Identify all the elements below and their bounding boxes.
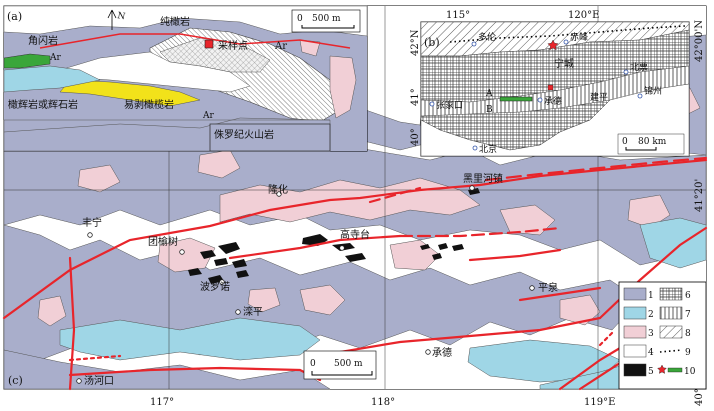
legend-swatch-10 (667, 367, 683, 373)
unit5-ultramafic-bodies (188, 188, 480, 284)
label-ar-c: Ar (202, 111, 214, 121)
place-gaositai: 高寺台 (340, 228, 370, 241)
place-boluonuo: 波罗诺 (200, 280, 230, 293)
place-longhua: 隆化 (268, 183, 288, 196)
label-friable-dunite: 易剥橄榄岩 (124, 98, 174, 111)
legend-item-4: 4 (623, 344, 654, 358)
b-place-jinzhou: 锦州 (644, 85, 662, 97)
inset-a-cross-section: N (a) 角闪岩 Ar 纯橄岩 采样点 Ar 橄辉岩或辉石岩 易剥橄榄岩 Ar… (3, 5, 368, 152)
legend-item-3: 3 (623, 325, 654, 339)
b-lat-42n: 42°N (410, 29, 421, 56)
inset-b-scale-distance: 80 km (638, 137, 667, 147)
place-luanping: 滦平 (243, 305, 263, 318)
legend-number-2: 2 (648, 310, 654, 320)
legend-number-6: 6 (685, 291, 691, 301)
place-tanghekou: 汤河口 (84, 374, 114, 387)
lat-41-20: 41°20' (694, 179, 705, 212)
section-label-a: A (485, 89, 493, 99)
legend-star-icon (657, 364, 667, 374)
place-tuanyushu: 团榆树 (148, 235, 178, 248)
section-label-b: B (486, 105, 493, 115)
north-label: N (116, 11, 126, 22)
legend-number-7: 7 (685, 310, 691, 320)
place-pingquan: 平泉 (538, 281, 558, 294)
main-scale-bar: 0 500 m (303, 350, 377, 380)
inset-b-regional-map: (b) 多伦 赤峰 宁城 北票 锦州 建平 承德 张家口 北京 A B 115°… (410, 10, 705, 157)
legend-swatch-5 (623, 363, 647, 377)
inset-b-scale-bar: 0 80 km (617, 133, 685, 155)
b-place-zhangjiakou: 张家口 (436, 99, 463, 111)
legend-swatch-9 (659, 349, 683, 353)
inset-a-scale-bar: 0 500 m (291, 9, 361, 33)
panel-label-b: (b) (424, 36, 440, 49)
legend-number-1: 1 (648, 291, 654, 301)
section-ab-bar (499, 96, 533, 102)
legend-swatch-7 (659, 306, 683, 320)
legend-item-2: 2 (623, 306, 654, 320)
b-lon-115: 115° (446, 10, 470, 21)
b-place-duolun: 多伦 (478, 31, 496, 43)
label-jurassic-volcanics: 侏罗纪火山岩 (214, 128, 274, 141)
legend-swatch-3 (623, 325, 647, 339)
legend-item-5: 5 (623, 363, 654, 377)
b-lon-120e: 120°E (568, 10, 599, 21)
lon-119e: 119°E (584, 397, 615, 408)
legend-item-10: 10 (657, 364, 696, 377)
legend-item-9: 9 (659, 348, 691, 358)
label-ar-a: Ar (49, 53, 61, 63)
legend-item-8: 8 (659, 325, 691, 339)
b-lat-40: 40° (410, 128, 421, 146)
b-place-beijing: 北京 (479, 143, 497, 155)
legend-item-6: 6 (659, 287, 691, 301)
main-place-labels: 丰宁 团榆树 波罗诺 滦平 高寺台 黑里河镇 隆化 平泉 承德 汤河口 (82, 172, 558, 387)
main-scale-distance: 500 m (334, 359, 363, 369)
label-sampling-point: 采样点 (218, 39, 248, 52)
legend-number-9: 9 (685, 348, 691, 358)
b-lat-41: 41° (410, 88, 421, 106)
inset-b-scale-zero: 0 (622, 137, 628, 147)
legend-number-4: 4 (648, 348, 654, 358)
legend-swatch-8 (659, 325, 683, 339)
label-hornblendite: 角闪岩 (28, 34, 58, 47)
town-markers (76, 185, 535, 384)
inset-a-scale-zero: 0 (297, 14, 303, 24)
b-place-jianping: 建平 (590, 91, 608, 103)
label-gabbro-pyroxenite: 橄辉岩或辉石岩 (8, 98, 78, 111)
right-edge-42-00n: 42°00'N (694, 20, 705, 62)
inset-a-scale-distance: 500 m (312, 14, 341, 24)
legend-swatch-6 (659, 287, 683, 301)
legend-swatch-1 (623, 287, 647, 301)
legend-swatch-4 (623, 344, 647, 358)
panel-label-a: (a) (7, 10, 22, 23)
main-scale-zero: 0 (310, 359, 316, 369)
legend-item-1: 1 (623, 287, 654, 301)
inset-b-town-markers (429, 39, 643, 151)
b-place-chifeng: 赤峰 (570, 32, 588, 43)
legend-number-3: 3 (648, 329, 654, 339)
place-heilihezhen: 黑里河镇 (463, 172, 503, 185)
legend: 1 2 3 4 5 6 7 8 (618, 281, 707, 390)
place-chengde: 承德 (432, 346, 452, 359)
legend-number-8: 8 (685, 329, 691, 339)
sampling-point-marker (204, 39, 214, 49)
b-place-ningcheng: 宁城 (554, 57, 574, 70)
inset-b-study-area (547, 84, 554, 91)
b-place-chengde: 承德 (544, 95, 562, 107)
label-ar-b: Ar (274, 41, 287, 52)
lon-117: 117° (150, 397, 174, 408)
b-place-beipiao: 北票 (630, 62, 648, 73)
legend-number-5: 5 (648, 367, 654, 377)
legend-item-7: 7 (659, 306, 691, 320)
place-fengning: 丰宁 (82, 216, 102, 229)
legend-swatch-2 (623, 306, 647, 320)
legend-number-10: 10 (684, 367, 696, 377)
label-dunite: 纯橄岩 (160, 15, 190, 28)
lon-118: 118° (371, 397, 395, 408)
panel-label-c: (c) (8, 374, 23, 387)
star-marker (547, 39, 559, 51)
north-arrow: N (107, 9, 126, 30)
